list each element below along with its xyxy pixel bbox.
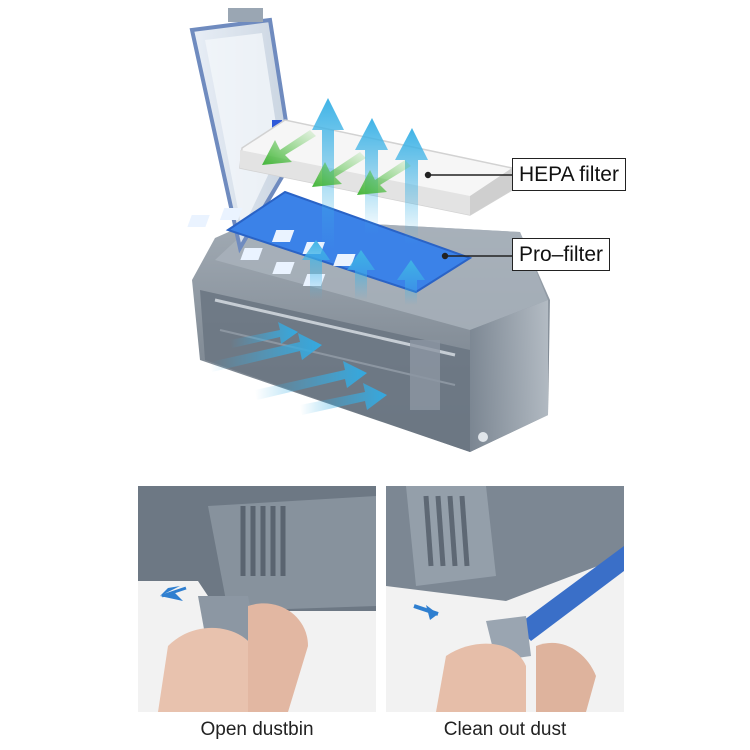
open-dustbin-photo [138, 486, 376, 712]
clean-dust-photo [386, 486, 624, 712]
airflow-intake-arrows [210, 322, 387, 415]
open-dustbin-caption: Open dustbin [200, 719, 314, 740]
clean-dust-caption: Clean out dust [443, 719, 567, 740]
pro-filter-label: Pro–filter [512, 238, 611, 272]
hepa-filter-label: HEPA filter [512, 158, 626, 192]
dustbin-filter-illustration [187, 8, 550, 452]
callout-leaders [424, 171, 512, 260]
airflow-up-arrows [302, 98, 428, 305]
airflow-green-arrows [262, 130, 411, 195]
